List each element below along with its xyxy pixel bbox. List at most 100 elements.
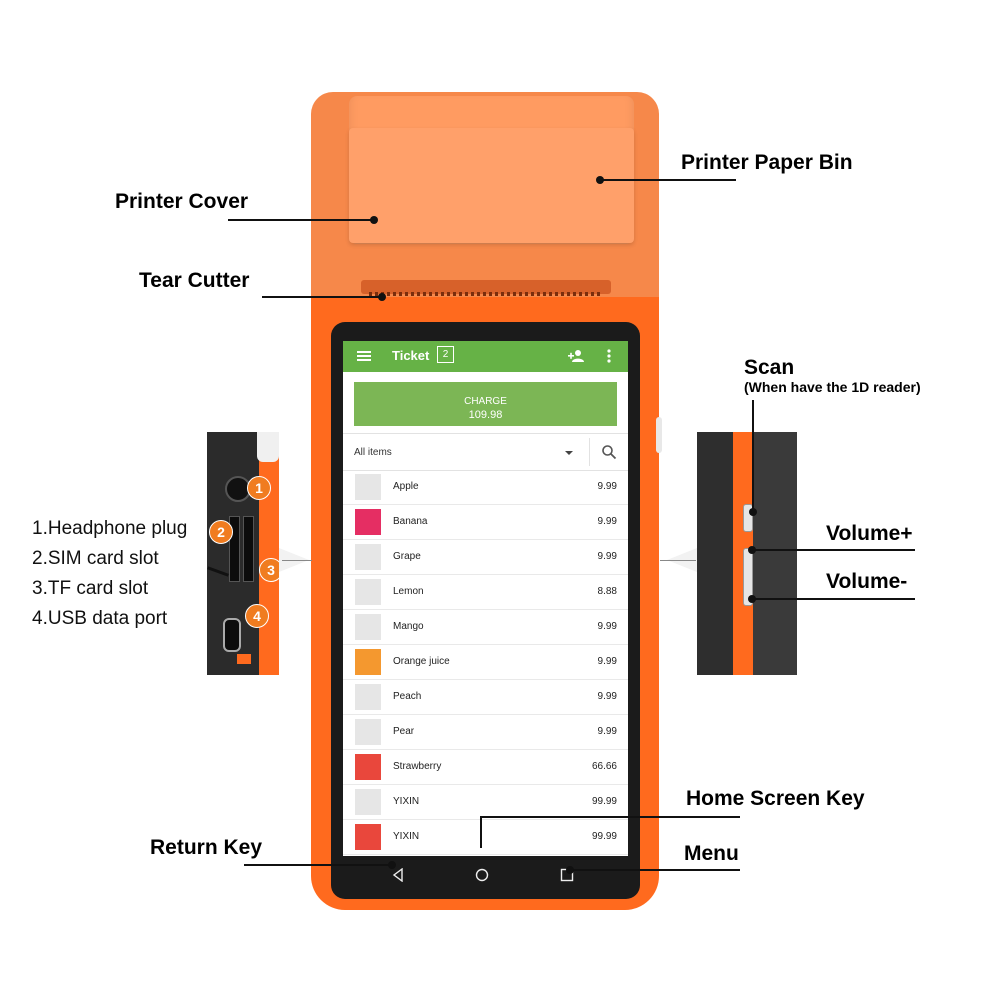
list-item[interactable]: YIXIN 99.99 — [343, 784, 628, 820]
item-name: Pear — [393, 726, 415, 737]
dot-printer-paper-bin — [596, 176, 604, 184]
leader-volume-up — [752, 549, 915, 551]
item-name: Apple — [393, 481, 419, 492]
menu-icon[interactable] — [355, 347, 373, 365]
label-tear-cutter: Tear Cutter — [139, 269, 250, 292]
item-color-swatch — [355, 614, 381, 640]
scan-button[interactable] — [743, 504, 753, 532]
side-buttons-photo — [697, 432, 797, 675]
leader-volume-down — [752, 598, 915, 600]
badge-4: 4 — [245, 604, 269, 628]
label-volume-down: Volume- — [826, 570, 908, 593]
item-name: Banana — [393, 516, 428, 527]
leader-menu — [570, 869, 740, 871]
leader-printer-paper-bin — [600, 179, 736, 181]
list-item[interactable]: YIXIN 99.99 — [343, 819, 628, 855]
charge-button[interactable]: CHARGE 109.98 — [354, 382, 617, 426]
usb-port[interactable] — [223, 618, 241, 652]
badge-2: 2 — [209, 520, 233, 544]
leader-tear-cutter — [262, 296, 382, 298]
search-icon[interactable] — [601, 444, 617, 460]
item-color-swatch — [355, 684, 381, 710]
app-bar-title: Ticket — [392, 348, 430, 363]
more-vert-icon[interactable] — [605, 347, 613, 365]
system-nav-bar — [343, 856, 628, 894]
item-color-swatch — [355, 754, 381, 780]
item-color-swatch — [355, 789, 381, 815]
device-back — [753, 432, 797, 675]
home-icon[interactable] — [475, 868, 489, 882]
item-price: 9.99 — [597, 656, 617, 667]
list-item[interactable]: Mango 9.99 — [343, 609, 628, 645]
item-price: 9.99 — [597, 621, 617, 632]
label-scan-note: (When have the 1D reader) — [744, 379, 921, 395]
item-name: YIXIN — [393, 831, 420, 842]
item-color-swatch — [355, 544, 381, 570]
leader-home-screen-key-drop — [480, 816, 482, 848]
item-filter-bar: All items — [343, 433, 628, 471]
list-item[interactable]: Pear 9.99 — [343, 714, 628, 750]
chevron-down-icon[interactable] — [565, 451, 573, 455]
item-price: 9.99 — [597, 516, 617, 527]
item-name: YIXIN — [393, 796, 420, 807]
label-volume-up: Volume+ — [826, 522, 913, 545]
item-price: 99.99 — [591, 831, 617, 842]
ticket-count-badge: 2 — [437, 346, 454, 363]
printer-cover[interactable] — [349, 128, 634, 243]
item-color-swatch — [355, 579, 381, 605]
screen-bezel: Ticket 2 CHARGE — [331, 322, 640, 899]
filter-divider — [589, 438, 590, 466]
printer-housing — [311, 92, 659, 307]
cable — [207, 566, 229, 577]
leader-home-screen-key — [481, 816, 740, 818]
item-color-swatch — [355, 509, 381, 535]
right-pointer-line — [660, 560, 696, 561]
label-printer-cover: Printer Cover — [115, 190, 249, 213]
label-return-key: Return Key — [150, 836, 263, 859]
dot-return-key — [388, 861, 396, 869]
item-name: Grape — [393, 551, 421, 562]
label-menu: Menu — [684, 842, 739, 865]
badge-3: 3 — [259, 558, 279, 582]
dot-scan — [749, 508, 757, 516]
list-item[interactable]: Apple 9.99 — [343, 469, 628, 505]
item-price: 99.99 — [591, 796, 617, 807]
item-price: 9.99 — [597, 481, 617, 492]
device-corner — [257, 432, 279, 462]
label-printer-paper-bin: Printer Paper Bin — [681, 151, 853, 174]
leader-return-key — [244, 864, 392, 866]
category-select[interactable]: All items — [354, 447, 392, 458]
side-scan-button[interactable] — [656, 417, 662, 453]
dot-printer-cover — [370, 216, 378, 224]
badge-1: 1 — [247, 476, 271, 500]
device-edge — [259, 432, 279, 675]
dot-volume-up — [748, 546, 756, 554]
tf-card-slot[interactable] — [243, 516, 254, 582]
dot-menu — [566, 866, 574, 874]
device-body: Ticket 2 CHARGE — [311, 297, 662, 910]
sim-card-slot[interactable] — [229, 516, 240, 582]
item-name: Strawberry — [393, 761, 442, 772]
list-item[interactable]: Peach 9.99 — [343, 679, 628, 715]
port-detail-photo: 1 2 3 4 — [207, 432, 279, 675]
item-name: Lemon — [393, 586, 424, 597]
leader-printer-cover — [228, 219, 374, 221]
item-price: 9.99 — [597, 726, 617, 737]
usb-tab — [237, 654, 251, 664]
item-name: Peach — [393, 691, 422, 702]
add-person-icon[interactable] — [567, 347, 585, 365]
item-color-swatch — [355, 824, 381, 850]
item-name: Mango — [393, 621, 424, 632]
port-item-headphone: 1.Headphone plug — [32, 518, 188, 539]
charge-amount: 109.98 — [468, 408, 503, 421]
app-bar: Ticket 2 — [343, 341, 628, 372]
item-price: 9.99 — [597, 691, 617, 702]
list-item[interactable]: Banana 9.99 — [343, 504, 628, 540]
tear-cutter-teeth — [369, 292, 603, 296]
back-icon[interactable] — [391, 868, 405, 882]
tear-cutter — [361, 280, 611, 294]
